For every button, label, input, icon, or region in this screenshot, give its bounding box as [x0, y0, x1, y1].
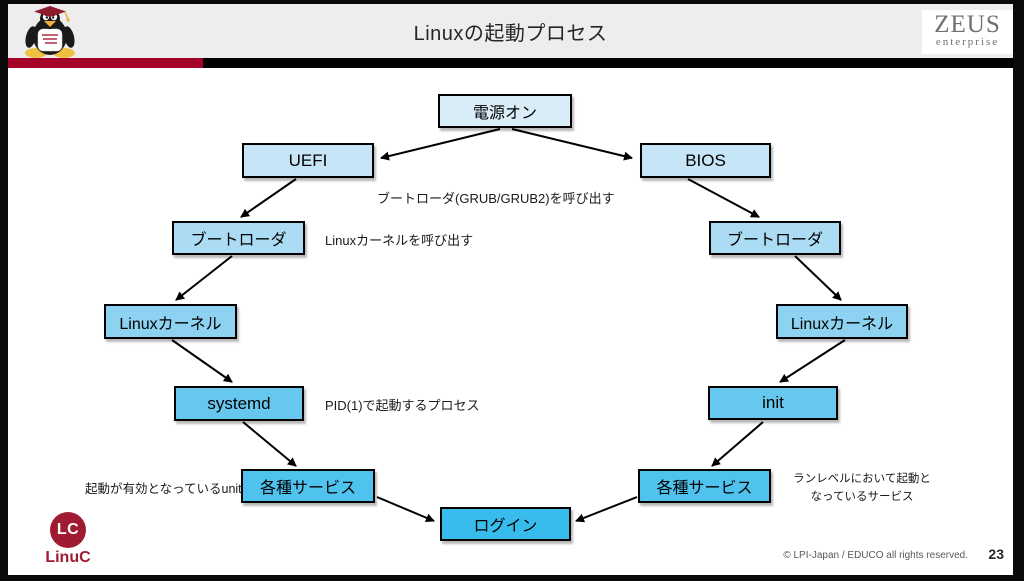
- note-runlevel-services: ランレベルにおいて起動と なっているサービス: [793, 473, 931, 503]
- linuc-logo-label: LinuC: [45, 549, 91, 566]
- tux-graduate-mascot-icon: [25, 6, 75, 58]
- linuc-badge-text: LC: [56, 521, 80, 538]
- slide-header: [8, 4, 1013, 58]
- node-bootloader-left: ブートローダ: [172, 221, 305, 255]
- node-uefi: UEFI: [242, 143, 374, 178]
- note-pid1: PID(1)で起動するプロセス: [325, 398, 480, 413]
- note-enabled-unit: 起動が有効となっているunit: [85, 482, 242, 496]
- node-services-right: 各種サービス: [638, 469, 771, 503]
- linuc-badge-icon: LC: [50, 512, 86, 548]
- note-call-kernel: Linuxカーネルを呼び出す: [325, 233, 474, 248]
- node-linux-kernel-left: Linuxカーネル: [104, 304, 237, 339]
- accent-stripe-red: [8, 58, 203, 68]
- copyright-text: © LPI-Japan / EDUCO all rights reserved.: [783, 550, 968, 561]
- page-title: Linuxの起動プロセス: [413, 23, 608, 45]
- node-linux-kernel-right: Linuxカーネル: [776, 304, 908, 339]
- note-grub-call: ブートローダ(GRUB/GRUB2)を呼び出す: [377, 191, 615, 206]
- node-services-left: 各種サービス: [241, 469, 375, 503]
- page-number: 23: [988, 546, 1004, 562]
- node-bootloader-right: ブートローダ: [709, 221, 841, 255]
- zeus-logo-name: ZEUS: [934, 11, 1001, 38]
- zeus-enterprise-logo: ZEUS enterprise: [922, 10, 1013, 54]
- node-init: init: [708, 386, 838, 420]
- node-bios: BIOS: [640, 143, 771, 178]
- accent-stripe-black: [203, 58, 1013, 68]
- node-systemd: systemd: [174, 386, 304, 421]
- node-power-on: 電源オン: [438, 94, 572, 128]
- node-login: ログイン: [440, 507, 571, 541]
- zeus-logo-subtitle: enterprise: [935, 36, 1000, 48]
